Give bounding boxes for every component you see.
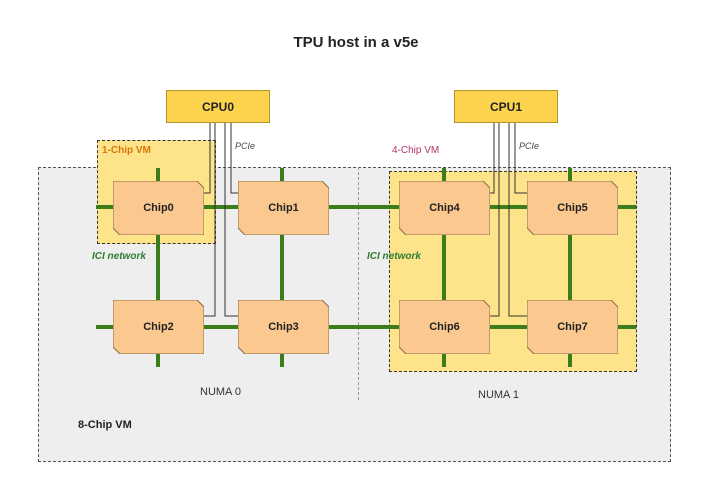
chip7: Chip7: [527, 300, 618, 354]
chip1: Chip1: [238, 181, 329, 235]
chip0-label: Chip0: [143, 202, 174, 214]
pcie-wires-cpu0: [201, 123, 238, 317]
chip4-label: Chip4: [429, 202, 460, 214]
one-chip-vm-label: 1-Chip VM: [102, 145, 151, 156]
cpu1-label: CPU1: [489, 99, 522, 114]
chip4: Chip4: [399, 181, 490, 235]
ici-network-label-right: ICI network: [367, 251, 421, 262]
chip2-label: Chip2: [143, 321, 174, 333]
cpu0-label: CPU0: [201, 99, 234, 114]
numa-divider: [358, 167, 359, 400]
chip6: Chip6: [399, 300, 490, 354]
eight-chip-vm-label: 8-Chip VM: [78, 419, 132, 431]
chip3-label: Chip3: [268, 321, 299, 333]
chip6-label: Chip6: [429, 321, 460, 333]
chip5: Chip5: [527, 181, 618, 235]
chip0: Chip0: [113, 181, 204, 235]
pcie-label-cpu0: PCIe: [235, 141, 256, 151]
chip2: Chip2: [113, 300, 204, 354]
chip5-label: Chip5: [557, 202, 588, 214]
diagram-title: TPU host in a v5e: [293, 34, 419, 51]
ici-network-label-left: ICI network: [92, 251, 146, 262]
cpu1-box: CPU1: [454, 90, 558, 123]
chip1-label: Chip1: [268, 202, 299, 214]
numa1-label: NUMA 1: [478, 389, 519, 401]
chip3: Chip3: [238, 300, 329, 354]
chip7-label: Chip7: [557, 321, 588, 333]
pcie-label-cpu1: PCIe: [519, 141, 540, 151]
numa0-label: NUMA 0: [200, 386, 241, 398]
cpu0-box: CPU0: [166, 90, 270, 123]
pcie-wires-cpu1: [488, 123, 527, 317]
four-chip-vm-label: 4-Chip VM: [392, 145, 440, 156]
